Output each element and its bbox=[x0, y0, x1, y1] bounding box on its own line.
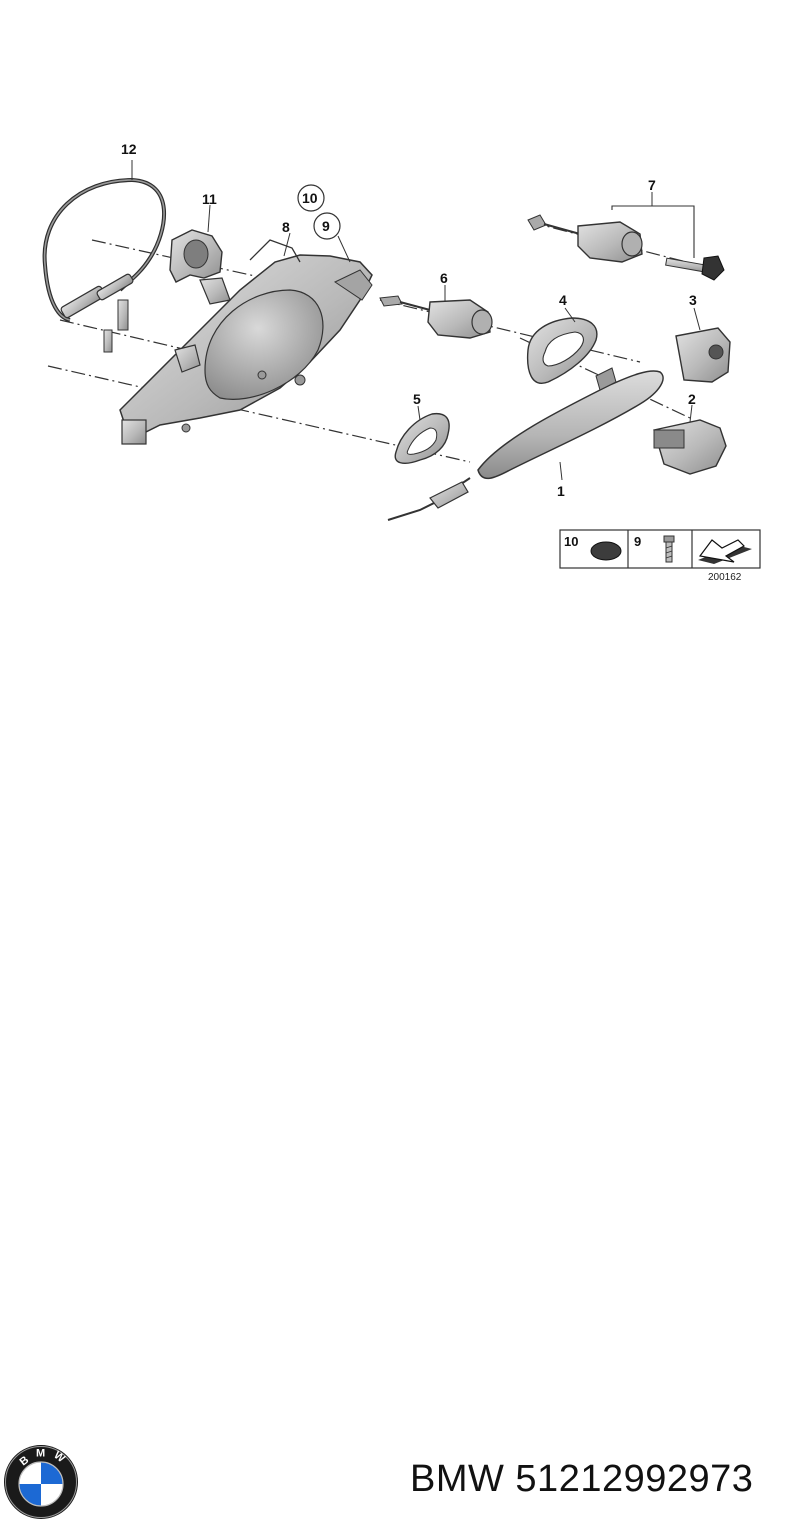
part-4-gasket bbox=[526, 307, 598, 384]
callout-12: 12 bbox=[121, 141, 137, 157]
callout-10: 10 bbox=[302, 190, 318, 206]
callout-9-ring bbox=[313, 212, 341, 240]
part-callouts: 12 11 10 9 8 7 6 4 3 2 5 1 bbox=[121, 141, 697, 499]
legend-item-9-label: 9 bbox=[634, 534, 641, 549]
part-7-lock-set bbox=[527, 192, 725, 281]
callout-3: 3 bbox=[689, 292, 697, 308]
screw-icon bbox=[663, 535, 675, 563]
part-12-cable bbox=[42, 160, 166, 353]
callout-4: 4 bbox=[559, 292, 567, 308]
brand-and-part-number: BMW 51212992973 bbox=[410, 1458, 754, 1500]
callout-2: 2 bbox=[688, 391, 696, 407]
part-11-gasket-bracket bbox=[169, 204, 223, 283]
view-direction-arrow-icon bbox=[698, 539, 752, 564]
callout-5: 5 bbox=[413, 391, 421, 407]
plug-cap-icon bbox=[590, 541, 622, 561]
part-2-cover bbox=[653, 404, 727, 475]
exploded-parts-diagram: 12 11 10 9 8 7 6 4 3 2 5 1 10 9 200 bbox=[42, 141, 761, 583]
callout-9: 9 bbox=[322, 218, 330, 234]
callout-6: 6 bbox=[440, 270, 448, 286]
part-3-cap bbox=[675, 307, 731, 383]
svg-text:M: M bbox=[36, 1448, 45, 1460]
part-5-gasket bbox=[394, 405, 450, 464]
callout-1: 1 bbox=[557, 483, 565, 499]
part-8-handle-carrier bbox=[119, 232, 373, 445]
callout-11: 11 bbox=[202, 191, 217, 207]
bmw-logo-icon: B M W bbox=[4, 1445, 78, 1519]
callout-8: 8 bbox=[282, 219, 290, 235]
callout-10-ring bbox=[297, 184, 325, 212]
part-caption: B M W BMW 51212992973 bbox=[0, 720, 800, 1519]
part-1-outer-handle bbox=[387, 367, 664, 521]
legend-item-10-label: 10 bbox=[564, 534, 578, 549]
small-parts-legend: 10 9 200162 bbox=[559, 529, 761, 583]
diagram-reference-number: 200162 bbox=[708, 572, 742, 583]
part-6-lock-cylinder bbox=[379, 285, 493, 339]
callout-7: 7 bbox=[648, 177, 656, 193]
